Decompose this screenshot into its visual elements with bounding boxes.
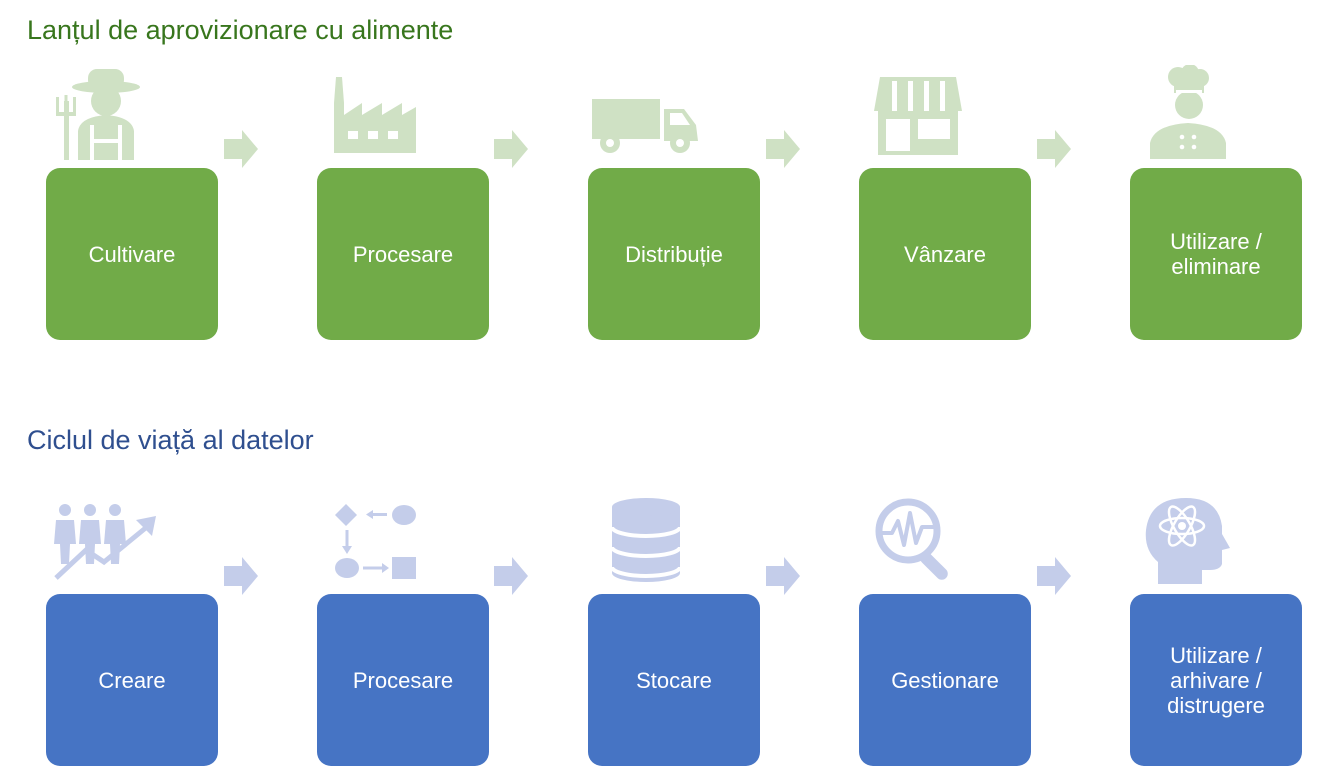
- arrow-right-icon: [224, 557, 258, 595]
- arrow-right-icon: [494, 130, 528, 168]
- step-cultivare: Cultivare: [46, 168, 218, 340]
- arrow-right-icon: [766, 130, 800, 168]
- step-gestionare: Gestionare: [859, 594, 1031, 766]
- step-creare: Creare: [46, 594, 218, 766]
- arrow-right-icon: [494, 557, 528, 595]
- step-label: Distribuție: [625, 241, 723, 267]
- step-label: Procesare: [352, 241, 454, 267]
- step-label: Gestionare: [891, 667, 999, 693]
- step-procesare: Procesare: [317, 594, 489, 766]
- food-chain-title: Lanțul de aprovizionare cu alimente: [27, 15, 454, 45]
- flowchart-icon: [335, 504, 416, 579]
- farmer-icon: [56, 69, 140, 160]
- people-growth-icon: [54, 504, 156, 580]
- data-lifecycle-title: Ciclul de viață al datelor: [27, 425, 314, 455]
- magnifier-pulse-icon: [875, 498, 948, 580]
- arrow-right-icon: [224, 130, 258, 168]
- step-utilizare-arhivare-distrugere: Utilizare / arhivare / distrugere: [1130, 594, 1302, 766]
- step-label: Vânzare: [904, 241, 986, 267]
- step-vanzare: Vânzare: [859, 168, 1031, 340]
- step-procesare: Procesare: [317, 168, 489, 340]
- step-utilizare-eliminare: Utilizare / eliminare: [1130, 168, 1302, 340]
- step-stocare: Stocare: [588, 594, 760, 766]
- step-label: Creare: [98, 667, 166, 693]
- shop-icon: [874, 77, 962, 155]
- truck-icon: [592, 99, 698, 153]
- step-label: Procesare: [352, 667, 454, 693]
- head-atom-icon: [1145, 498, 1230, 584]
- step-label: Utilizare / arhivare / distrugere: [1167, 642, 1265, 718]
- step-label: Stocare: [636, 667, 712, 693]
- factory-icon: [334, 77, 416, 153]
- chef-icon: [1150, 65, 1226, 159]
- arrow-right-icon: [766, 557, 800, 595]
- step-distributie: Distribuție: [588, 168, 760, 340]
- step-label: Utilizare / eliminare: [1170, 229, 1262, 279]
- arrow-right-icon: [1037, 130, 1071, 168]
- database-icon: [610, 498, 682, 582]
- arrow-right-icon: [1037, 557, 1071, 595]
- step-label: Cultivare: [88, 241, 176, 267]
